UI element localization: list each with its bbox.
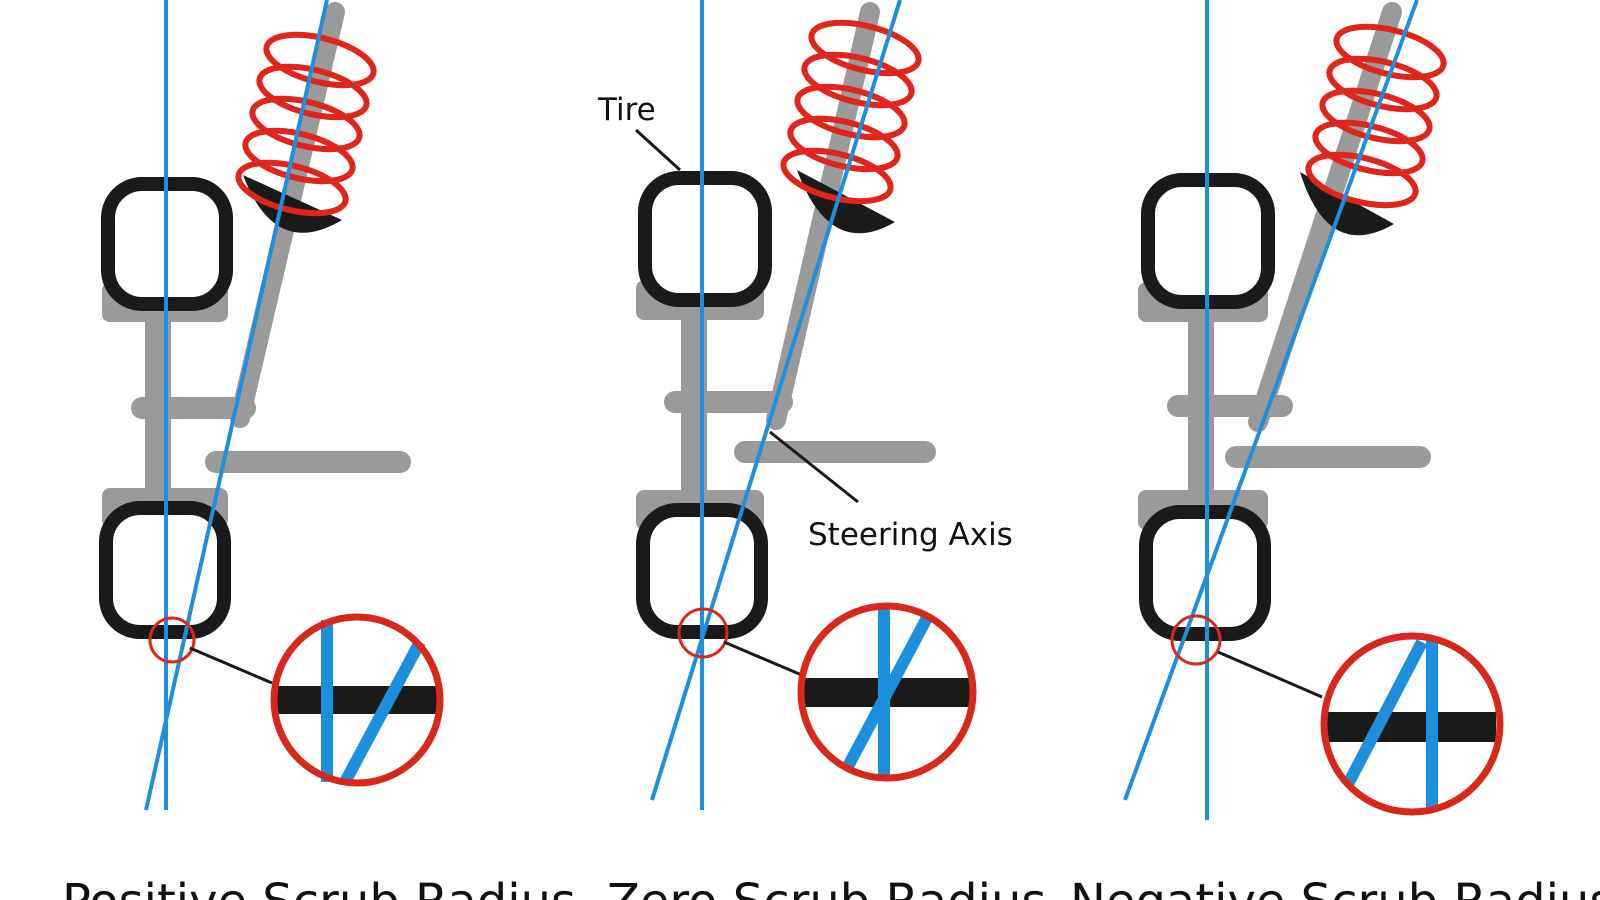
spring-coil	[1305, 23, 1447, 209]
steering-axis-line	[144, 0, 329, 811]
callout-leader	[189, 646, 273, 685]
spring-coil	[235, 31, 377, 217]
callout-leader	[723, 640, 805, 678]
steering-axis-leader-line	[769, 430, 859, 504]
tire-label: Tire	[597, 92, 656, 128]
contact-patch-marker	[148, 616, 196, 664]
steering-axis-label: Steering Axis	[808, 517, 1013, 553]
panel-zero-scrub-radius: Tire Steering Axis	[597, 0, 1013, 810]
caption-zero-scrub-radius: Zero Scrub Radius	[607, 874, 1046, 900]
strut-mount	[243, 175, 342, 233]
contact-patch-marker	[677, 607, 729, 659]
caption-positive-scrub-radius: Positive Scrub Radius	[62, 874, 576, 900]
magnifier-negative	[1320, 632, 1504, 816]
steering-axis-line	[1123, 0, 1419, 801]
magnifier-zero	[797, 602, 977, 782]
callout-leader	[1217, 650, 1323, 699]
tire-upper	[638, 171, 772, 307]
contact-patch-marker	[1170, 614, 1222, 666]
panel-negative-scrub-radius	[1123, 0, 1504, 820]
caption-negative-scrub-radius: Negative Scrub Radius	[1070, 874, 1600, 900]
magnifier-positive	[270, 613, 444, 787]
spring-coil	[780, 19, 922, 205]
steering-axis-line	[650, 0, 902, 801]
panel-positive-scrub-radius	[99, 0, 444, 811]
tire-leader-line	[634, 128, 682, 172]
